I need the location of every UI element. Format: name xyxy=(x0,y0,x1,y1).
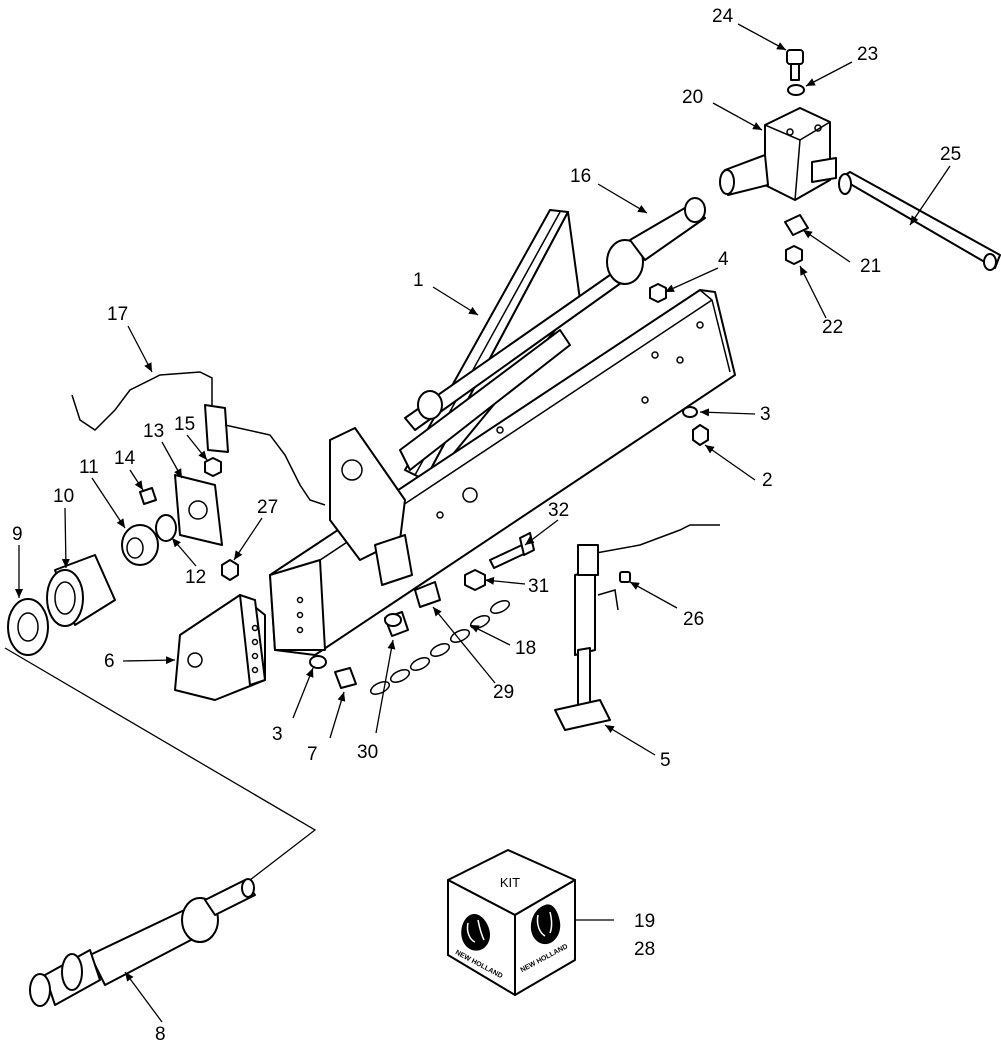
nut-4 xyxy=(649,283,667,303)
plate-29 xyxy=(414,581,441,608)
pto-shaft-16 xyxy=(404,197,706,431)
shield-10 xyxy=(46,554,116,627)
callout-4: 4 xyxy=(718,249,729,270)
center-bracket xyxy=(329,427,413,586)
callout-19: 19 xyxy=(634,911,655,932)
callout-15: 15 xyxy=(174,414,195,435)
callout-7: 7 xyxy=(307,744,318,765)
nut-27 xyxy=(221,559,239,581)
callout-14: 14 xyxy=(114,448,136,469)
nut-31 xyxy=(464,569,486,591)
plate-21 xyxy=(784,214,809,236)
callout-21: 21 xyxy=(860,256,881,277)
nut-22 xyxy=(785,245,803,265)
callout-10: 10 xyxy=(53,486,74,507)
callout-17: 17 xyxy=(107,304,128,325)
callout-9: 9 xyxy=(12,524,23,545)
callout-20: 20 xyxy=(682,87,703,108)
bolt-14 xyxy=(139,487,157,505)
callout-30: 30 xyxy=(357,742,378,763)
kit-label: KIT xyxy=(500,875,520,890)
gearbox-20 xyxy=(719,107,837,201)
callout-6: 6 xyxy=(104,651,115,672)
leader-lines xyxy=(15,23,951,1023)
bearing-12 xyxy=(155,514,177,542)
chain-18 xyxy=(369,600,511,695)
bolt-7 xyxy=(334,667,357,689)
bolt-26 xyxy=(619,571,631,583)
bolt-24 xyxy=(786,49,804,81)
callout-24: 24 xyxy=(712,6,734,27)
callout-25: 25 xyxy=(940,144,961,165)
callout-numbers: 1 2 3 3 4 5 6 7 8 9 10 11 12 13 14 15 16… xyxy=(12,6,961,1045)
callout-26: 26 xyxy=(683,609,704,630)
frame-arm xyxy=(399,209,581,481)
callout-28: 28 xyxy=(634,939,655,960)
bolt-2 xyxy=(692,424,709,446)
nut-15 xyxy=(204,457,222,477)
callout-8: 8 xyxy=(155,1024,166,1045)
callout-29: 29 xyxy=(493,682,514,703)
cable-bracket-17 xyxy=(71,371,326,506)
clevis-6 xyxy=(174,594,266,701)
washer-3-left xyxy=(309,655,327,669)
callout-3-right: 3 xyxy=(760,404,771,425)
bearing-11 xyxy=(121,524,159,566)
callout-5: 5 xyxy=(660,750,671,771)
kit-box: KIT NEW HOLLAND NEW HOLLAND xyxy=(447,849,576,996)
washer-23 xyxy=(787,84,805,96)
callout-31: 31 xyxy=(528,576,549,597)
callout-11: 11 xyxy=(79,457,99,478)
callout-12: 12 xyxy=(185,567,206,588)
bolt-32 xyxy=(489,532,535,569)
jack-5 xyxy=(554,524,720,731)
callout-1: 1 xyxy=(413,270,424,291)
shaft-25 xyxy=(838,171,1001,271)
plate-13 xyxy=(174,474,223,546)
callout-22: 22 xyxy=(822,317,843,338)
callout-18: 18 xyxy=(515,638,536,659)
callout-2: 2 xyxy=(762,470,773,491)
spacer-30 xyxy=(384,611,409,637)
callout-32: 32 xyxy=(548,500,569,521)
callout-23: 23 xyxy=(857,44,878,65)
washer-9 xyxy=(7,598,49,656)
callout-27: 27 xyxy=(257,497,278,518)
callout-16: 16 xyxy=(570,166,591,187)
callout-13: 13 xyxy=(143,421,164,442)
drive-shaft-8 xyxy=(29,878,256,1007)
callout-3-left: 3 xyxy=(272,724,283,745)
washer-3-right xyxy=(682,406,698,418)
